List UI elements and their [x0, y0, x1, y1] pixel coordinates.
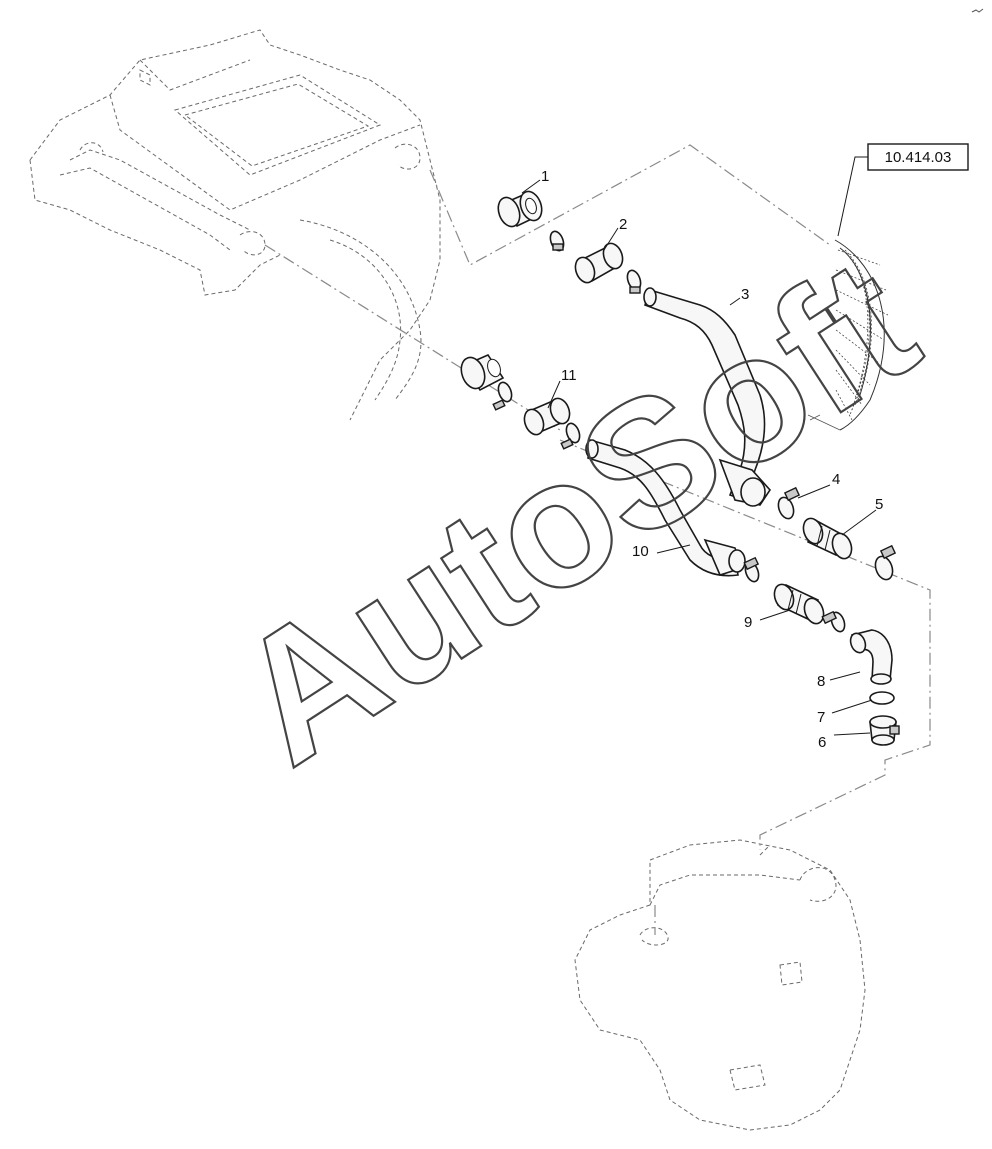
- callout-10: 10: [632, 543, 649, 560]
- radiator-screen: [807, 239, 889, 431]
- callout-7: 7: [817, 709, 825, 726]
- corner-mark-icon: [971, 8, 984, 13]
- part-9-coupling: [743, 556, 846, 633]
- part-4-clamps: [777, 486, 897, 581]
- callout-leaders: [521, 179, 877, 736]
- part-11-coupling: [460, 353, 581, 450]
- part-8-elbow: [849, 629, 893, 685]
- callout-3: 3: [741, 286, 749, 303]
- part-7-o-ring: [869, 691, 895, 705]
- part-5-coupling-hose: [802, 517, 853, 560]
- callout-8: 8: [817, 673, 825, 690]
- part-1-bushing: [497, 190, 543, 228]
- reference-box: 10.414.03: [837, 143, 969, 237]
- callout-1: 1: [541, 168, 549, 185]
- reference-label: 10.414.03: [885, 149, 952, 166]
- callout-5: 5: [875, 496, 883, 513]
- callout-11: 11: [561, 367, 577, 384]
- callout-4: 4: [832, 471, 840, 488]
- part-3-curved-pipe: [643, 287, 772, 507]
- engine-outline: [574, 839, 866, 1131]
- part-10-curved-pipe: [585, 438, 746, 577]
- part-6-clamp-collar: [869, 715, 900, 746]
- callout-9: 9: [744, 614, 752, 631]
- callout-6: 6: [818, 734, 826, 751]
- frame-outline: [29, 29, 441, 421]
- watermark: AutoSoft: [202, 220, 949, 802]
- callout-numbers: 1 2 3 4 5 6 7 8 9 10 11: [541, 168, 883, 751]
- callout-2: 2: [619, 216, 627, 233]
- part-2-clamp-hose: [549, 230, 642, 294]
